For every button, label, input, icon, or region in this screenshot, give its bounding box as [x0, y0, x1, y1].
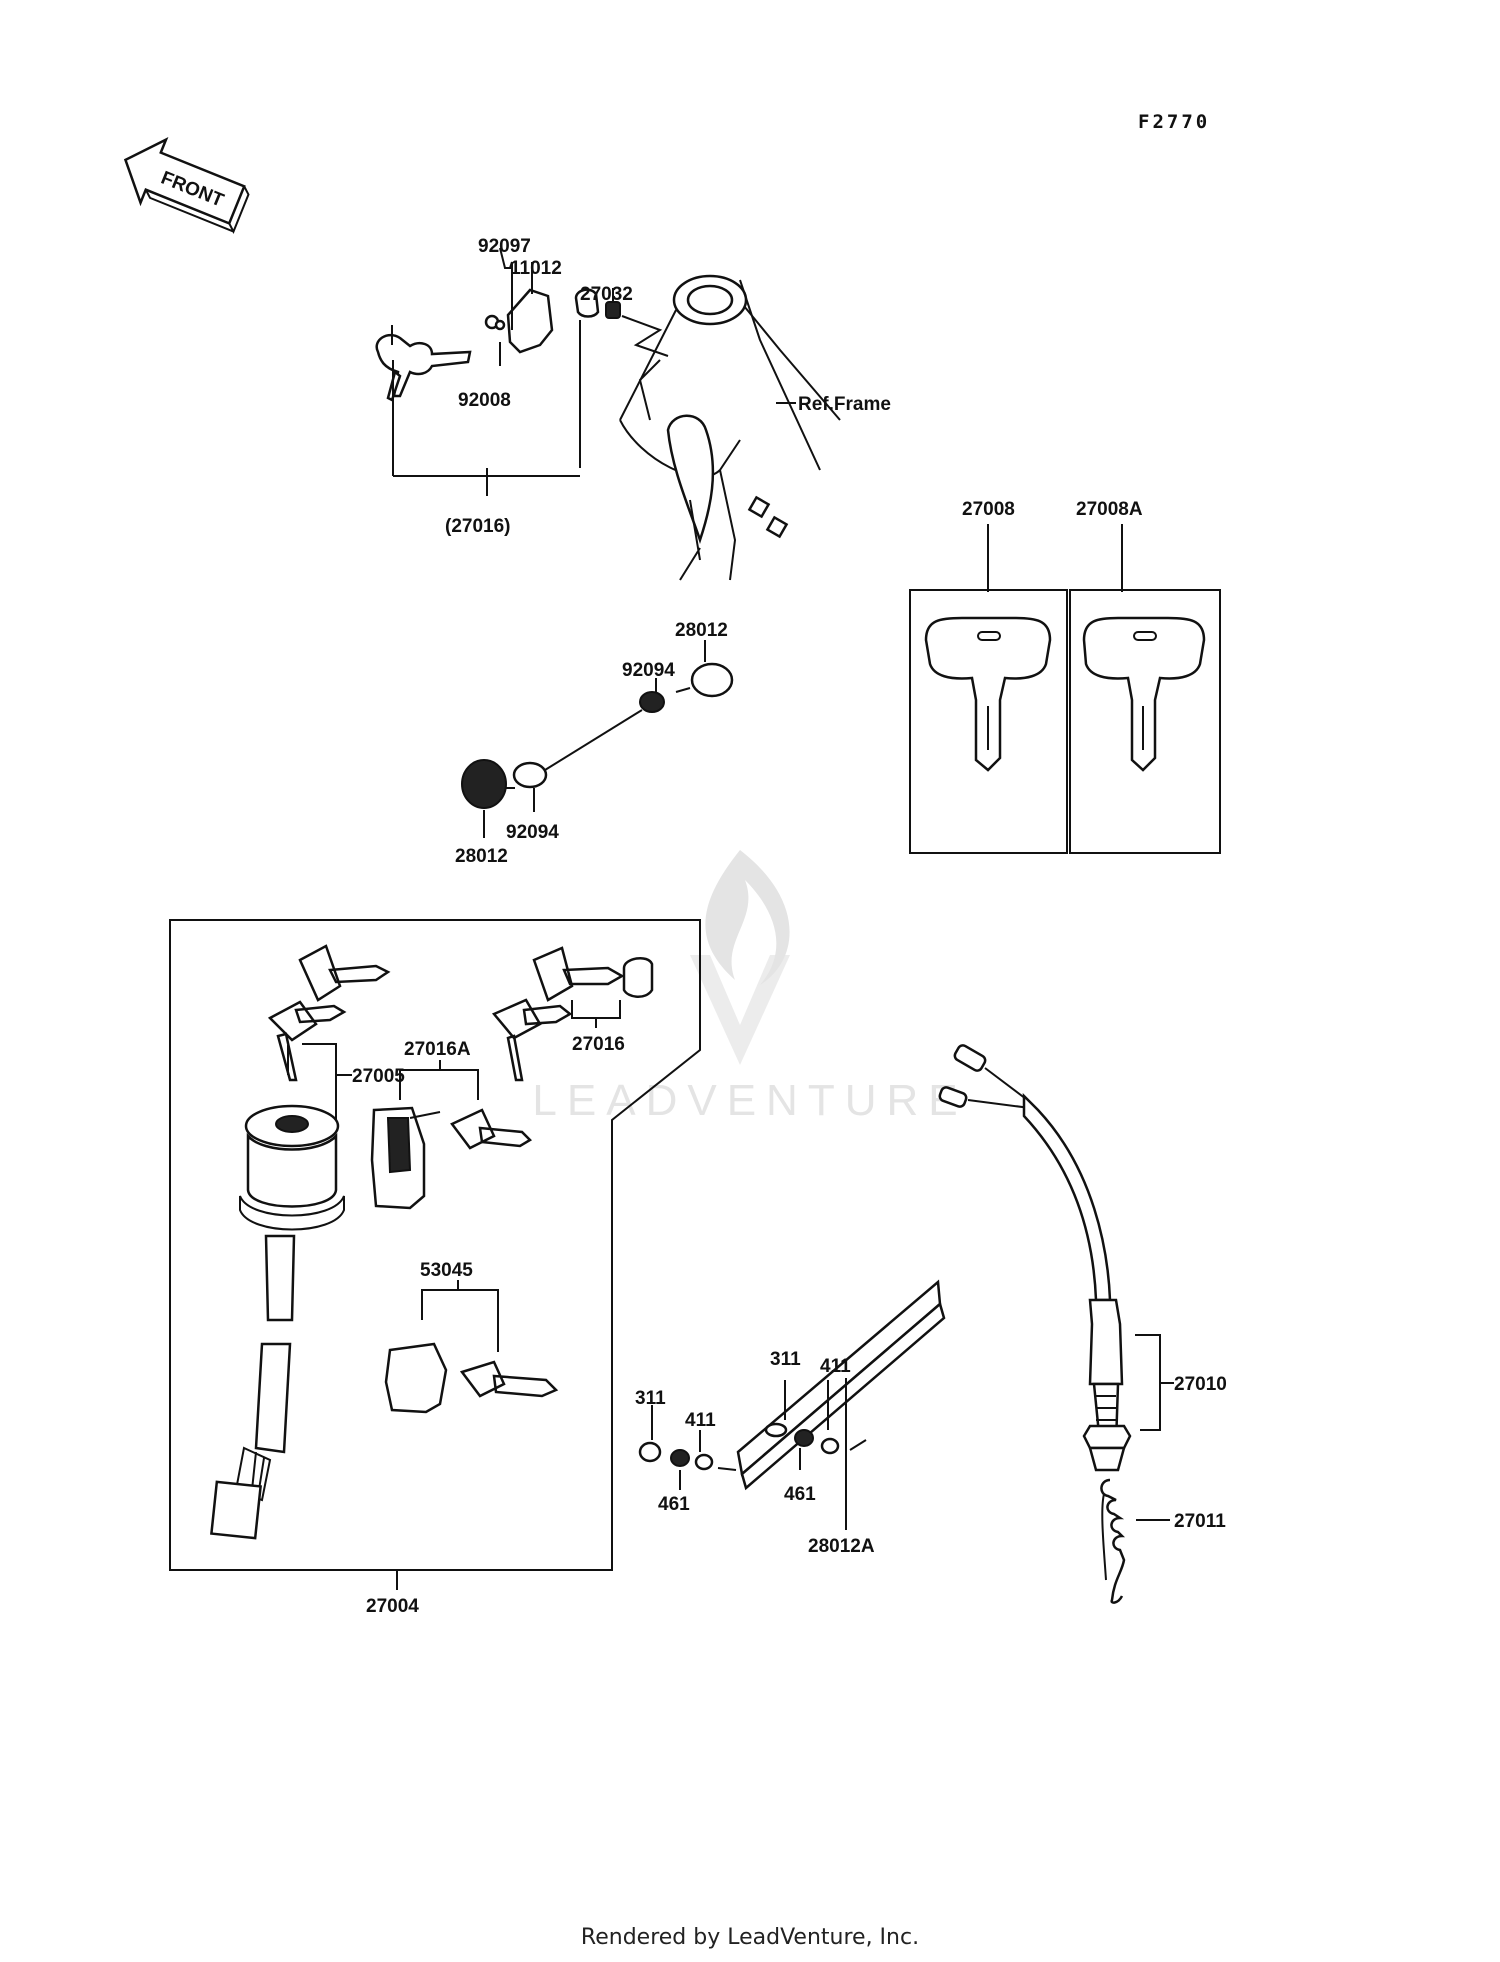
callout-11012: 11012	[510, 258, 562, 279]
callout-28012A: 28012A	[808, 1536, 875, 1557]
callout-27016: 27016	[572, 1034, 625, 1055]
callout-92094-bottom: 92094	[506, 822, 559, 843]
spring-27011-icon	[1100, 1478, 1126, 1604]
callout-28012-bottom: 28012	[455, 846, 508, 867]
reflector-top-icon	[690, 662, 734, 698]
washer-411-top-icon	[820, 1437, 840, 1455]
callout-27008A: 27008A	[1076, 499, 1143, 520]
key-27008-icon	[924, 616, 1052, 772]
wire-end-bottom-icon	[938, 1086, 968, 1108]
key-53045-icon	[459, 1360, 559, 1398]
key-27008A: 27008A	[1069, 499, 1221, 854]
lock-53045-icon	[384, 1342, 448, 1414]
key-27016A-icon	[450, 1108, 533, 1150]
callout-27008: 27008	[962, 499, 1015, 520]
callout-92008: 92008	[458, 390, 511, 411]
group-outline-27004	[169, 919, 701, 1571]
switch-clip-icon	[1088, 1446, 1126, 1472]
reflector-group: 28012 92094 92094 28012	[455, 620, 734, 867]
callout-27010: 27010	[1174, 1374, 1227, 1395]
brake-switch-group: 27010 27011	[938, 1044, 1227, 1604]
reflector-bottom-icon	[461, 759, 507, 809]
keyset-27016-icon	[491, 946, 625, 1082]
callout-27016A: 27016A	[404, 1039, 471, 1060]
callout-27011: 27011	[1174, 1511, 1226, 1532]
washer-top-icon	[639, 691, 665, 713]
washer-461-left-icon	[670, 1449, 690, 1467]
callout-311-top: 311	[770, 1349, 801, 1370]
callout-28012-top: 28012	[675, 620, 728, 641]
switch-wire-lower-icon	[254, 1342, 292, 1454]
lock-cylinder-icon	[574, 288, 600, 318]
keyset-27005-icon	[267, 944, 391, 1082]
washer-bottom-icon	[512, 761, 548, 789]
switch-wire-icon	[264, 1234, 296, 1322]
watermark: LEADVENTURE	[532, 850, 967, 1125]
callout-461-top: 461	[784, 1484, 816, 1505]
callout-411-top: 411	[820, 1356, 851, 1377]
switch-cable-icon	[1022, 1092, 1112, 1302]
switch-body-icon	[246, 1132, 338, 1208]
washer-411-left-icon	[694, 1453, 714, 1471]
key-27008: 27008	[909, 499, 1068, 854]
brake-switch-body-icon	[1088, 1298, 1124, 1386]
ignition-switch-box: 27004 27005 27016A 27016 53045	[169, 919, 701, 1617]
wire-end-top-icon	[953, 1044, 987, 1072]
front-arrow-icon: FRONT	[123, 137, 250, 234]
nut-311-top-icon	[764, 1422, 788, 1438]
switch-nut-icon	[1082, 1424, 1132, 1450]
seat-lock-group: 92097 11012 27032 92008 (27016)	[375, 236, 669, 537]
callout-27004: 27004	[366, 1596, 419, 1617]
diagram-code: F2770	[1138, 111, 1210, 133]
key-27008A-icon	[1082, 616, 1206, 772]
callout-27016-group: (27016)	[445, 516, 511, 537]
bracket-icon	[506, 288, 554, 354]
callout-92097: 92097	[478, 236, 531, 257]
ref-frame-label: Ref.Frame	[798, 394, 891, 415]
cylinder-27016-icon	[622, 956, 654, 998]
watermark-text: LEADVENTURE	[532, 1076, 967, 1125]
callout-92094-top: 92094	[622, 660, 675, 681]
footer-credit: Rendered by LeadVenture, Inc.	[581, 1925, 919, 1950]
callout-53045: 53045	[420, 1260, 473, 1281]
screw-icon	[494, 319, 506, 331]
frame-head-tube: Ref.Frame	[619, 274, 891, 581]
watermark-v-icon	[690, 955, 790, 1065]
nut-311-left-icon	[638, 1441, 662, 1463]
callout-461-left: 461	[658, 1494, 690, 1515]
callout-27005: 27005	[352, 1066, 405, 1087]
watermark-flame-icon	[705, 850, 790, 985]
rear-reflector-group: 311 411 461 311 411 461 28012A	[635, 1279, 946, 1557]
connector-icon	[210, 1480, 262, 1540]
washer-461-top-icon	[794, 1429, 814, 1447]
key-card-27008A	[1069, 589, 1221, 854]
callout-311-left: 311	[635, 1388, 666, 1409]
callout-27032: 27032	[580, 284, 633, 305]
callout-411-left: 411	[685, 1410, 716, 1431]
